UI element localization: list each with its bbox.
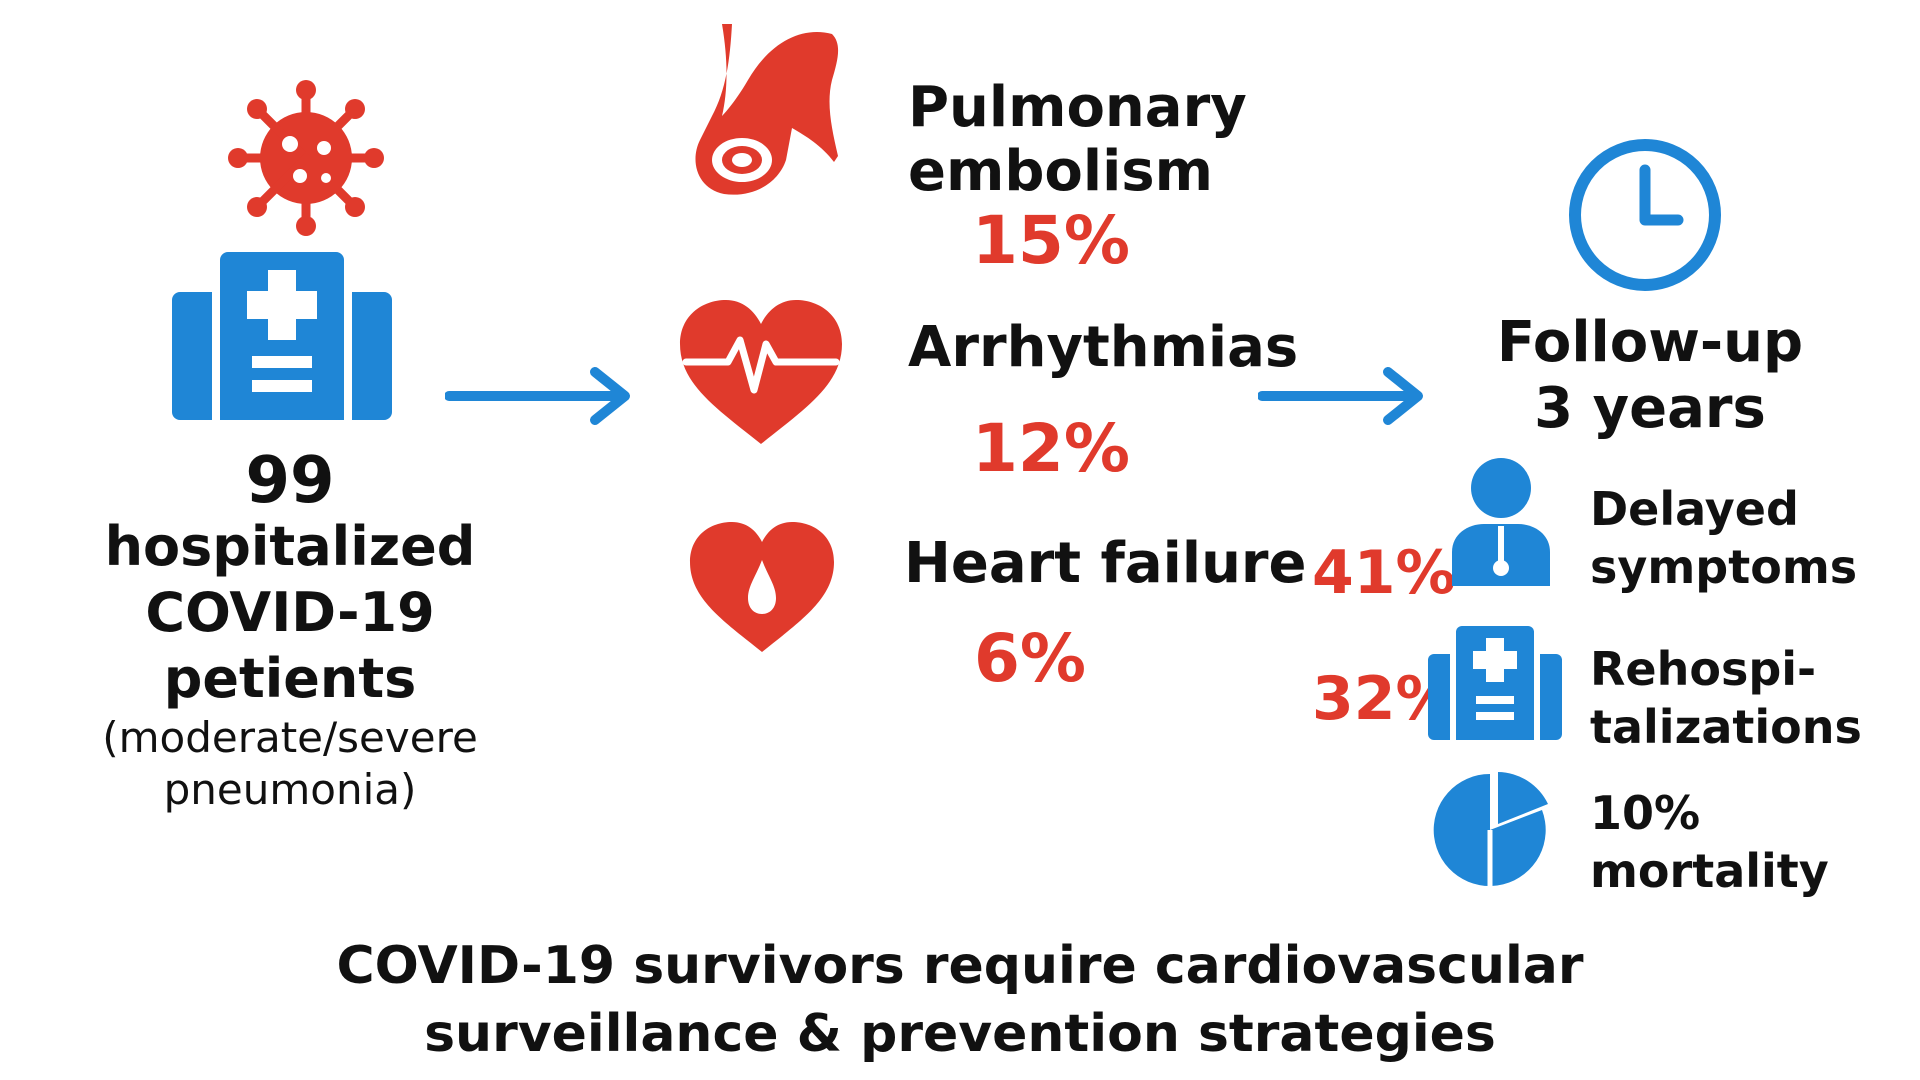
arrhythmias-label: Arrhythmias — [908, 316, 1298, 380]
arrow-right-icon — [445, 366, 635, 426]
doctor-icon — [1448, 456, 1554, 586]
rehospitalizations-label: Rehospi- talizations — [1590, 640, 1862, 756]
patient-count: 99 — [245, 444, 335, 518]
pie-chart-icon — [1430, 770, 1550, 890]
arrow-right-icon — [1258, 366, 1428, 426]
clock-icon — [1566, 136, 1724, 294]
followup-label-line: symptoms — [1590, 540, 1858, 594]
conclusion-line-2: surveillance & prevention strategies — [424, 1004, 1496, 1064]
pulmonary-embolism-percent: 15% — [972, 202, 1130, 279]
cohort-line-1: hospitalized — [104, 515, 476, 578]
cohort-sub-line-1: (moderate/severe — [102, 713, 478, 762]
cohort-line-2: COVID-19 — [145, 581, 435, 644]
blood-vessel-icon — [682, 20, 842, 200]
conclusion-line-1: COVID-19 survivors require cardiovascula… — [336, 936, 1584, 996]
hospital-icon — [172, 252, 392, 420]
cohort-description: 99 hospitalized COVID-19 petients (moder… — [60, 448, 520, 816]
followup-title-line-2: 3 years — [1534, 376, 1766, 441]
followup-title-line-1: Follow-up — [1496, 310, 1804, 375]
heart-drop-icon — [686, 520, 838, 656]
followup-label-line: 10% — [1590, 786, 1701, 840]
followup-label-line: mortality — [1590, 844, 1829, 898]
delayed-symptoms-percent: 41% — [1312, 538, 1456, 608]
hospital-icon — [1428, 626, 1562, 740]
outcome-label-line: Pulmonary — [908, 75, 1247, 140]
cohort-sub-line-2: pneumonia) — [163, 765, 417, 814]
outcome-label-line: Arrhythmias — [908, 315, 1299, 380]
heart-failure-percent: 6% — [974, 620, 1087, 697]
conclusion: COVID-19 survivors require cardiovascula… — [0, 932, 1920, 1068]
outcome-label-line: Heart failure — [904, 531, 1307, 596]
heart-pulse-icon — [676, 298, 846, 448]
arrhythmias-percent: 12% — [972, 410, 1130, 487]
mortality-label: 10% mortality — [1590, 784, 1829, 900]
followup-title: Follow-up 3 years — [1470, 310, 1830, 442]
heart-failure-label: Heart failure — [904, 532, 1307, 596]
followup-label-line: Delayed — [1590, 482, 1799, 536]
cohort-line-3: petients — [163, 647, 417, 710]
followup-label-line: Rehospi- — [1590, 642, 1817, 696]
outcome-label-line: embolism — [908, 139, 1213, 204]
delayed-symptoms-label: Delayed symptoms — [1590, 480, 1857, 596]
virus-icon — [226, 78, 386, 238]
pulmonary-embolism-label: Pulmonary embolism — [908, 76, 1247, 204]
followup-label-line: talizations — [1590, 700, 1862, 754]
